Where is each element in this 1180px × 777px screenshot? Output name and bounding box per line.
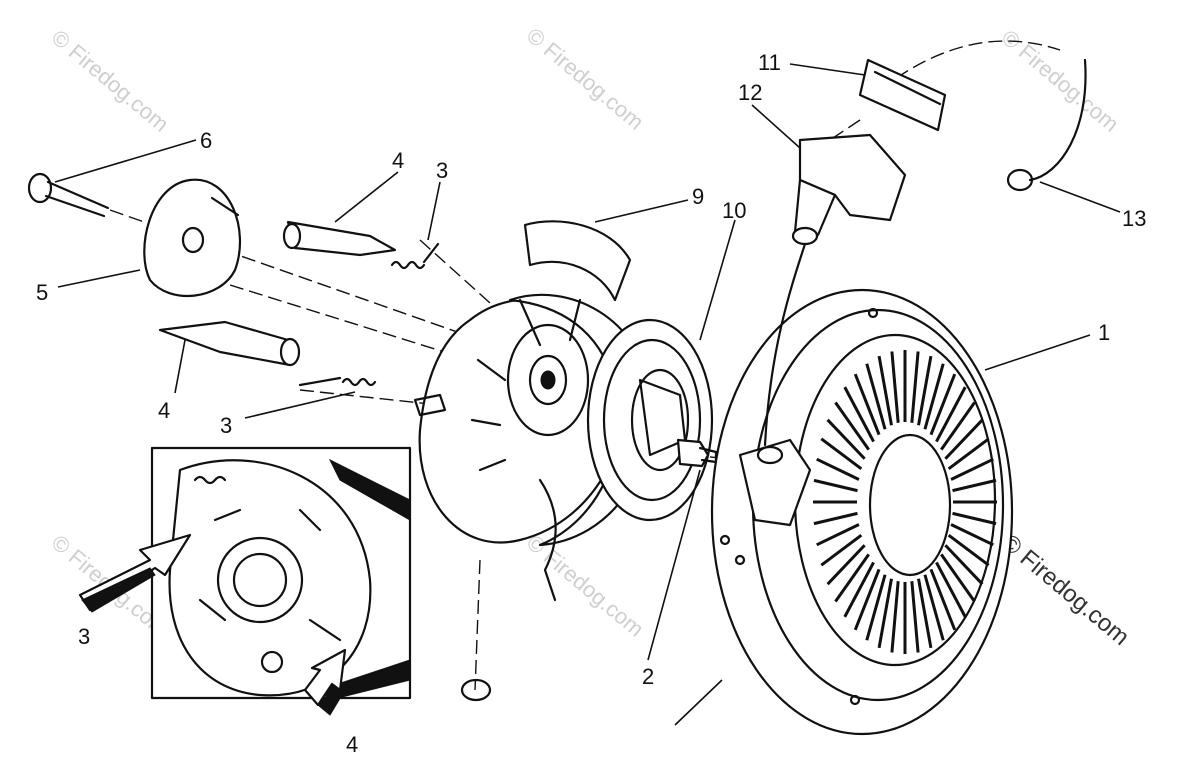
inset-detail (150, 446, 412, 701)
vent-slot (865, 574, 887, 641)
callout-5: 5 (36, 280, 48, 305)
vent-slot (843, 386, 875, 443)
vent-slot (935, 561, 967, 618)
vent-slots (813, 350, 997, 654)
spring-lower-part-3 (298, 376, 377, 387)
vent-slot (950, 523, 994, 547)
pulley-part-10 (586, 318, 714, 522)
callouts: 6 5 4 3 4 3 9 10 1 2 11 12 13 3 4 (36, 50, 1146, 757)
vent-slot (947, 534, 990, 567)
vent-slot (944, 544, 984, 586)
callout-3-middle: 3 (220, 413, 232, 438)
vent-slot (877, 355, 893, 426)
vent-slot (947, 437, 990, 470)
vent-slot (826, 544, 866, 586)
vent-slot (834, 553, 870, 603)
watermark-top-middle: © Firedog.com (522, 23, 649, 135)
vent-slot (877, 578, 893, 649)
spring-upper-part-3 (390, 242, 440, 270)
callout-13: 13 (1122, 206, 1146, 231)
vent-slot (952, 511, 997, 526)
callout-4-inset: 4 (346, 732, 358, 757)
watermark-bottom-middle: © Firedog.com (522, 530, 649, 642)
vent-slot (843, 561, 875, 618)
callout-2: 2 (642, 664, 654, 689)
vent-slot (890, 581, 900, 653)
vent-slot (820, 437, 863, 470)
handle-part-12 (763, 133, 907, 447)
vent-slot (816, 457, 860, 481)
vent-slot (929, 568, 957, 631)
pawl-upper-part-4 (282, 220, 397, 257)
vent-slot (834, 401, 870, 451)
vent-slot (944, 418, 984, 460)
vent-slot (917, 355, 933, 426)
callout-4-upper: 4 (392, 148, 404, 173)
rope-knot-part-13 (1006, 58, 1087, 192)
handle-insert-part-11 (858, 58, 947, 132)
vent-slot (950, 457, 994, 481)
callout-6: 6 (200, 128, 212, 153)
pawl-lower-part-4 (158, 320, 301, 367)
arrows (78, 533, 347, 716)
vent-slot (813, 478, 858, 493)
vent-slot (865, 363, 887, 430)
callout-12: 12 (738, 80, 762, 105)
callout-4-middle: 4 (158, 398, 170, 423)
rope-knot-bottom (460, 678, 492, 702)
vent-slot (923, 574, 945, 641)
callout-10: 10 (722, 198, 746, 223)
vent-slot (853, 373, 881, 436)
vent-slot (929, 373, 957, 436)
callout-11: 11 (758, 50, 781, 75)
vent-slot (820, 534, 863, 567)
vent-slot (910, 351, 920, 423)
leader-lines (54, 63, 1121, 726)
watermark-top-left: © Firedog.com (47, 25, 174, 137)
callout-3-upper: 3 (436, 158, 448, 183)
callout-1: 1 (1098, 320, 1110, 345)
callout-3-inset: 3 (78, 624, 90, 649)
vent-slot (853, 568, 881, 631)
vent-slot (940, 401, 976, 451)
vent-slot (890, 351, 900, 423)
vent-slot (935, 386, 967, 443)
vent-slot (826, 418, 866, 460)
vent-slot (910, 581, 920, 653)
bolt-part-6 (27, 172, 110, 218)
cover-plate-part-5 (143, 178, 242, 298)
callout-9: 9 (692, 184, 704, 209)
vent-slot (923, 363, 945, 430)
arrow-bottom-icon (303, 648, 347, 707)
vent-slot (816, 523, 860, 547)
vent-slot (917, 578, 933, 649)
vent-slot (952, 478, 997, 493)
vent-slot (813, 511, 858, 526)
watermark-right: © Firedog.com (996, 529, 1134, 651)
starter-housing-part-1 (710, 288, 1014, 736)
vent-slot (940, 553, 976, 603)
